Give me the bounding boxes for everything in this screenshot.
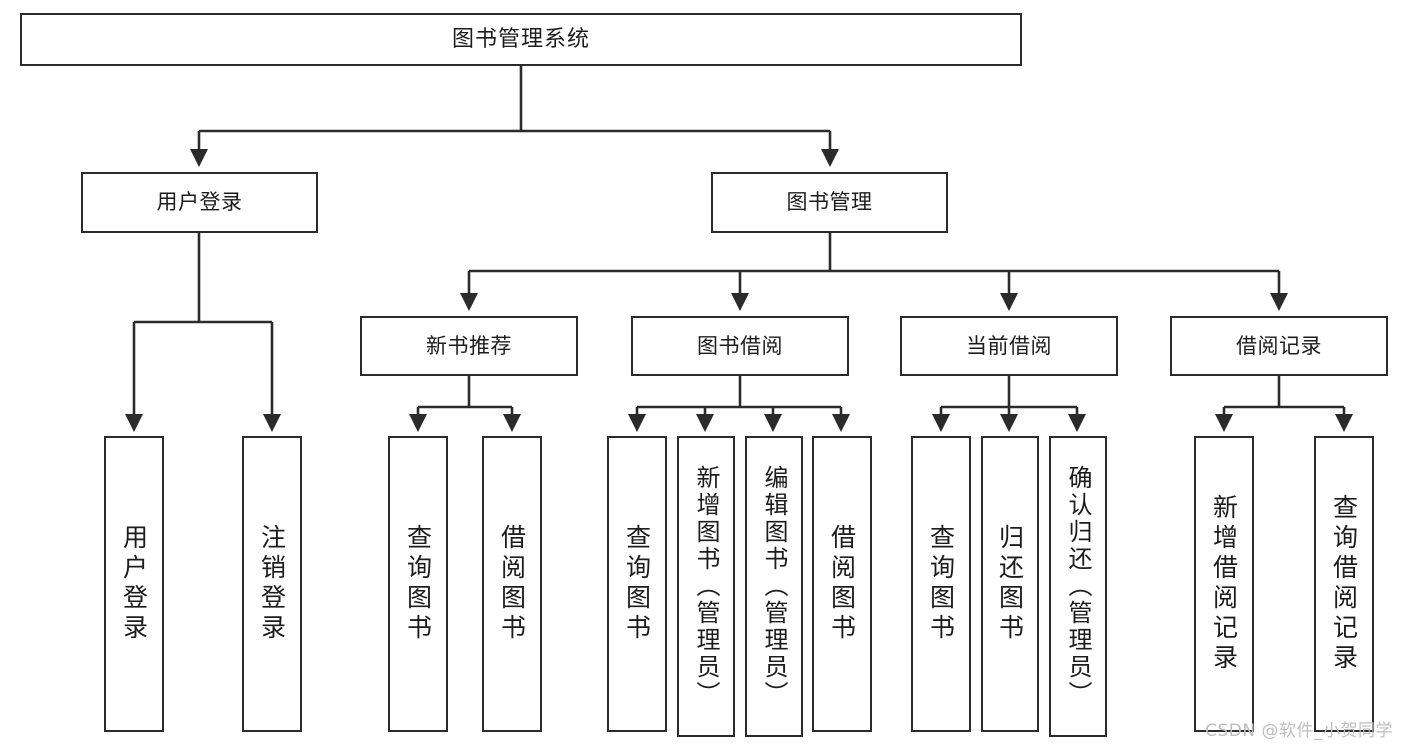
node-leaf-query-record[interactable]: 查询借阅记录 xyxy=(1314,436,1374,732)
node-book-borrow[interactable]: 图书借阅 xyxy=(631,316,849,376)
node-book-manage[interactable]: 图书管理 xyxy=(711,172,948,233)
node-leaf-query-book-3[interactable]: 查询图书 xyxy=(911,436,971,732)
node-leaf-user-login[interactable]: 用户登录 xyxy=(104,436,164,732)
node-leaf-add-book-label: 新增图书（管理员） xyxy=(692,465,720,708)
node-leaf-logout-login[interactable]: 注销登录 xyxy=(242,436,302,732)
node-leaf-query-record-label: 查询借阅记录 xyxy=(1329,494,1359,674)
node-leaf-add-record-label: 新增借阅记录 xyxy=(1209,494,1239,674)
node-leaf-borrow-book-1-label: 借阅图书 xyxy=(497,524,527,644)
node-leaf-edit-book-label: 编辑图书（管理员） xyxy=(760,465,788,708)
node-new-book-recommend[interactable]: 新书推荐 xyxy=(360,316,578,376)
node-new-book-recommend-label: 新书推荐 xyxy=(426,333,512,358)
node-root-system-label: 图书管理系统 xyxy=(451,26,590,52)
node-leaf-user-login-label: 用户登录 xyxy=(119,524,149,644)
node-leaf-edit-book[interactable]: 编辑图书（管理员） xyxy=(745,436,803,737)
node-leaf-borrow-book-2-label: 借阅图书 xyxy=(827,524,857,644)
node-book-borrow-label: 图书借阅 xyxy=(697,333,783,358)
node-leaf-query-book-2-label: 查询图书 xyxy=(622,524,652,644)
node-user-login[interactable]: 用户登录 xyxy=(81,172,318,233)
node-current-borrow[interactable]: 当前借阅 xyxy=(900,316,1118,376)
node-borrow-record[interactable]: 借阅记录 xyxy=(1170,316,1388,376)
node-leaf-confirm-return-label: 确认归还（管理员） xyxy=(1064,465,1092,708)
node-leaf-confirm-return[interactable]: 确认归还（管理员） xyxy=(1049,436,1107,737)
node-leaf-query-book-3-label: 查询图书 xyxy=(926,524,956,644)
node-leaf-return-book[interactable]: 归还图书 xyxy=(981,436,1039,732)
node-leaf-return-book-label: 归还图书 xyxy=(995,524,1025,644)
node-book-manage-label: 图书管理 xyxy=(786,190,873,215)
node-leaf-add-book[interactable]: 新增图书（管理员） xyxy=(677,436,735,737)
node-leaf-logout-login-label: 注销登录 xyxy=(257,524,287,644)
node-user-login-label: 用户登录 xyxy=(156,190,243,215)
node-leaf-borrow-book-1[interactable]: 借阅图书 xyxy=(482,436,542,732)
node-leaf-query-book-2[interactable]: 查询图书 xyxy=(607,436,667,732)
node-leaf-borrow-book-2[interactable]: 借阅图书 xyxy=(812,436,872,732)
node-leaf-query-book-1-label: 查询图书 xyxy=(403,524,433,644)
csdn-watermark: CSDN @软件_小贺同学 xyxy=(1205,721,1393,741)
node-root-system[interactable]: 图书管理系统 xyxy=(20,13,1022,66)
node-borrow-record-label: 借阅记录 xyxy=(1236,333,1322,358)
node-leaf-query-book-1[interactable]: 查询图书 xyxy=(388,436,448,732)
node-leaf-add-record[interactable]: 新增借阅记录 xyxy=(1194,436,1254,732)
node-current-borrow-label: 当前借阅 xyxy=(966,333,1052,358)
